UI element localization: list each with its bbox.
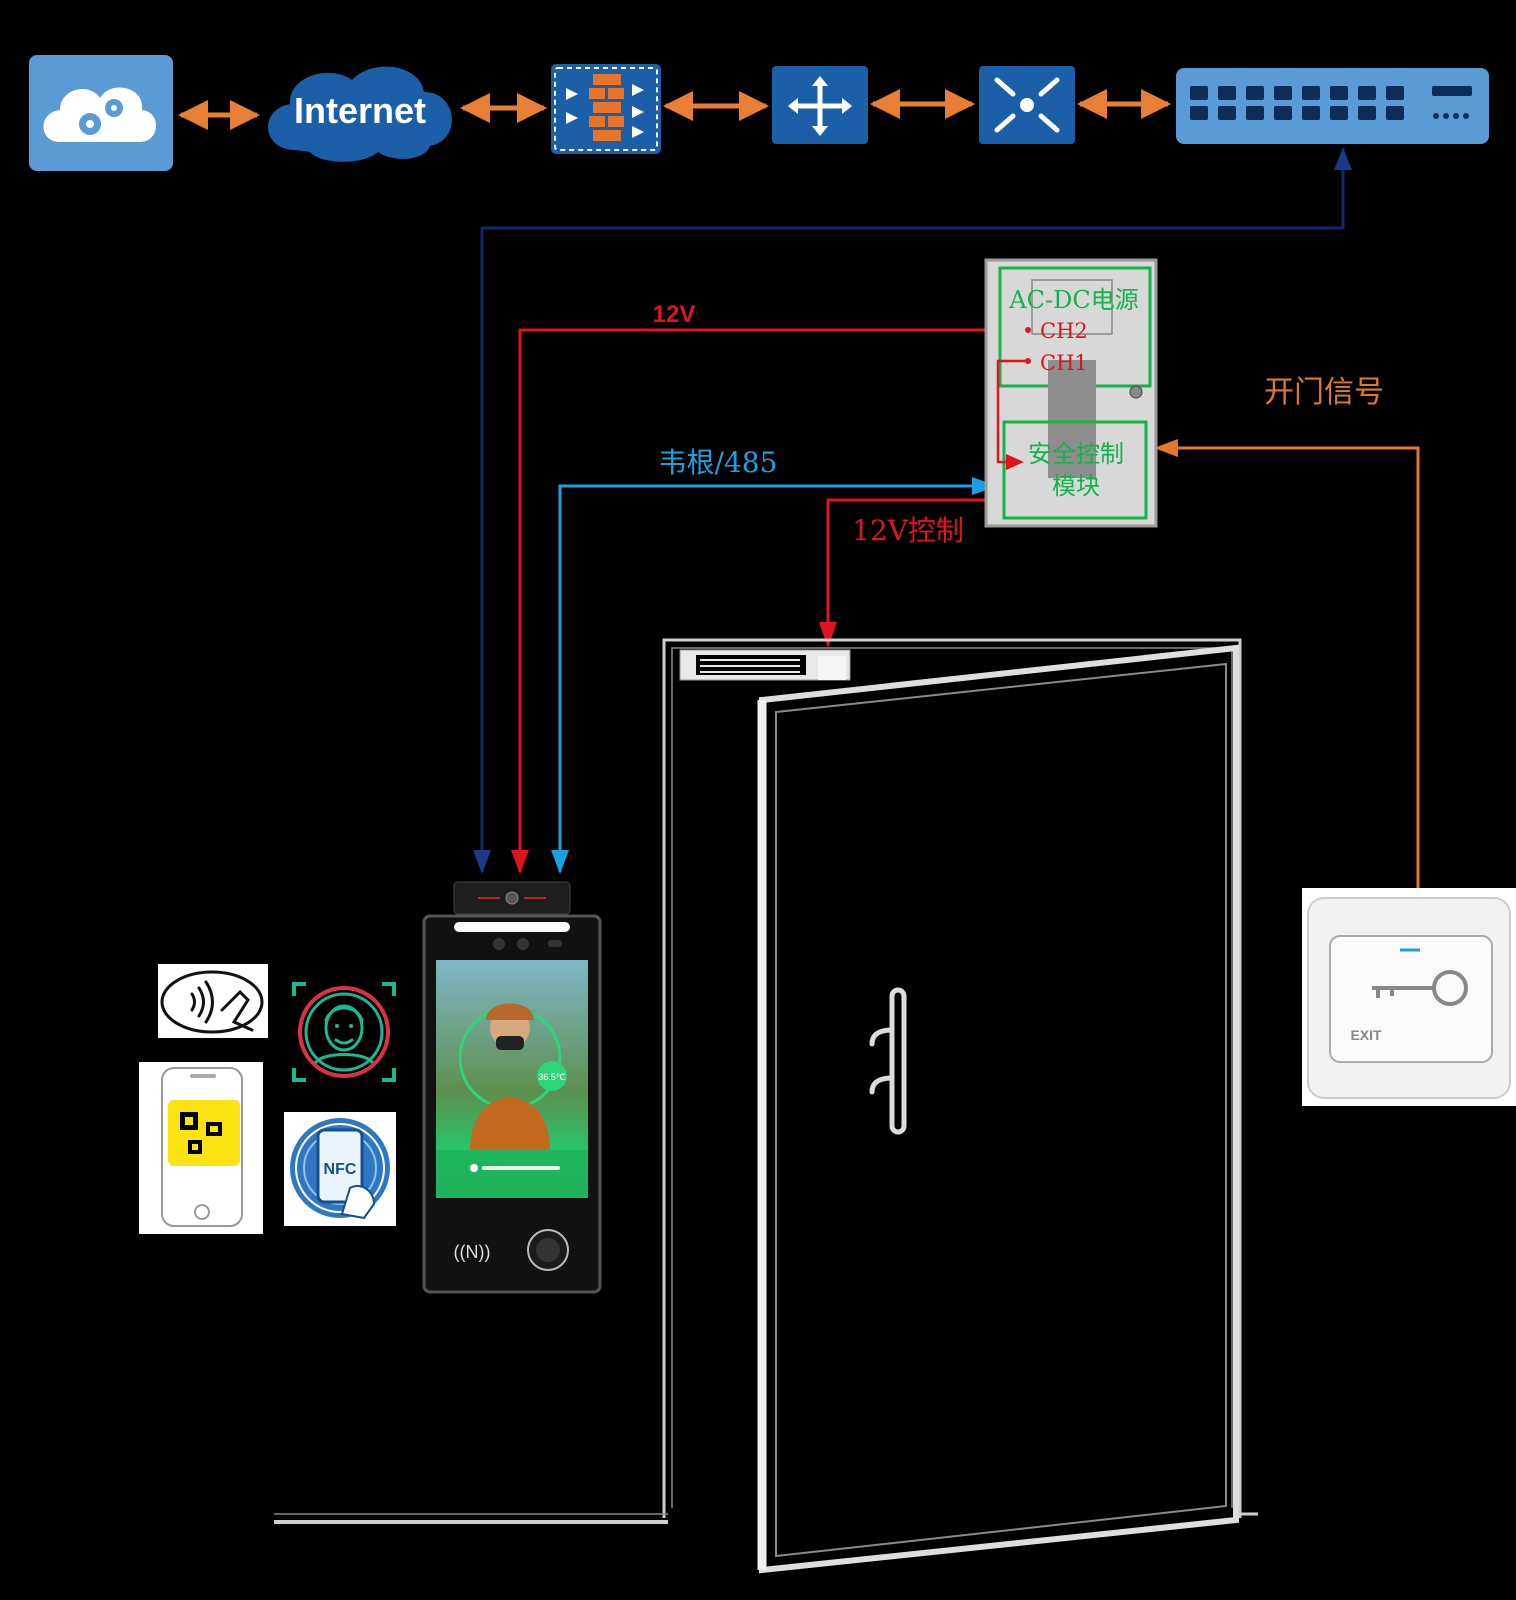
door-frame <box>274 638 1258 1524</box>
nfc-label: NFC <box>324 1161 357 1178</box>
control-12v-wire <box>826 498 1004 628</box>
control-12v-label: 12V控制 <box>852 514 964 547</box>
qr-code-phone-icon <box>139 1062 263 1234</box>
cloud-platform-icon <box>29 55 173 171</box>
psu-ch1-label: CH1 <box>1040 351 1088 375</box>
exit-button-panel: EXIT <box>1302 888 1516 1106</box>
wiegand-485-arrow <box>551 850 569 874</box>
power-12v-label: 12V <box>653 301 696 328</box>
access-switch-icon <box>1176 68 1489 144</box>
door-open-signal-wire <box>1160 446 1420 892</box>
nfc-phone-icon: NFC <box>284 1112 396 1226</box>
door-leaf <box>757 644 1239 1574</box>
wiegand-485-label: 韦根/485 <box>659 446 778 479</box>
security-module-label-2: 模块 <box>1052 472 1100 500</box>
face-id-icon <box>292 982 396 1082</box>
psu-ch2-label: CH2 <box>1040 319 1088 343</box>
door-open-signal-arrow <box>1154 439 1178 457</box>
security-module-label-1: 安全控制 <box>1028 440 1124 468</box>
network-cable-arrow <box>1334 148 1352 170</box>
magnetic-lock <box>679 649 851 681</box>
wiegand-485-wire <box>558 484 985 872</box>
door-handle <box>869 987 907 1135</box>
power-12v-arrow <box>511 850 529 874</box>
card-tap-icon <box>158 964 268 1038</box>
control-12v-arrow <box>819 622 837 648</box>
power-12v-wire <box>518 328 1030 872</box>
exit-label: EXIT <box>1350 1027 1382 1043</box>
router-icon <box>772 66 868 144</box>
firewall-icon <box>551 64 661 154</box>
temperature-readout: 36.5℃ <box>538 1072 566 1082</box>
key-icon <box>1372 970 1468 1006</box>
network-cable-arrow <box>473 850 491 874</box>
internet-cloud-icon: Internet <box>268 66 452 162</box>
power-supply-box: AC-DC电源 CH2 CH1 安全控制 模块 <box>984 258 1158 528</box>
internet-label: Internet <box>294 90 426 131</box>
psu-title: AC-DC电源 <box>1008 286 1138 314</box>
face-recognition-terminal: 36.5℃ ((N)) <box>422 881 602 1294</box>
core-switch-icon <box>979 66 1075 144</box>
door-open-signal-label: 开门信号 <box>1264 375 1384 410</box>
network-cable <box>480 148 1345 872</box>
nfc-reader-icon: ((N)) <box>454 1242 491 1262</box>
